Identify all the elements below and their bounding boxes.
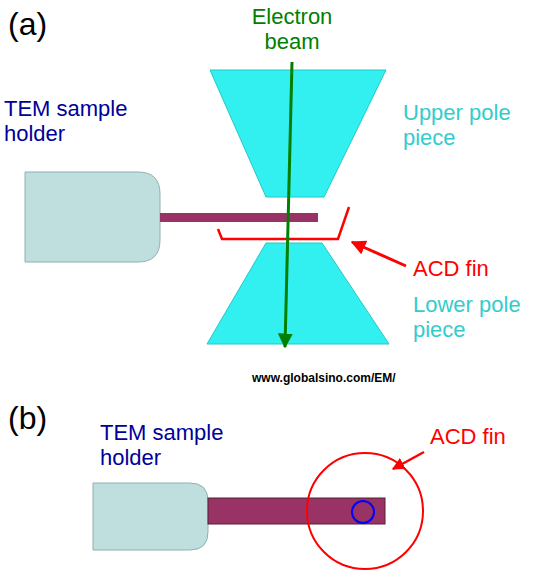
part-label: TEM sample holder	[4, 96, 139, 147]
panel-letter: (b)	[8, 400, 68, 437]
part-label: Lower pole piece	[413, 292, 543, 343]
part-label: ACD fin	[413, 256, 533, 281]
leader-arrow	[352, 242, 406, 266]
leader-arrow	[393, 452, 424, 469]
panel-letter: (a)	[8, 6, 68, 43]
part-label: Upper pole piece	[403, 100, 533, 151]
beam-label: Electron beam	[240, 4, 344, 55]
part-label: ACD fin	[430, 424, 540, 449]
lower-pole-piece	[207, 243, 389, 344]
electron-beam-arrow	[285, 62, 292, 347]
sample-holder-body	[25, 172, 160, 262]
acd-fin	[218, 207, 349, 239]
sample-holder-body	[93, 483, 208, 550]
upper-pole-piece	[210, 70, 386, 197]
sample-holder-rod	[208, 498, 385, 524]
specimen-area	[352, 501, 374, 523]
watermark: www.globalsino.com/EM/	[252, 372, 452, 386]
sample-holder-rod	[160, 213, 318, 222]
part-label: TEM sample holder	[100, 420, 235, 471]
acd-fin-outline	[307, 453, 423, 569]
